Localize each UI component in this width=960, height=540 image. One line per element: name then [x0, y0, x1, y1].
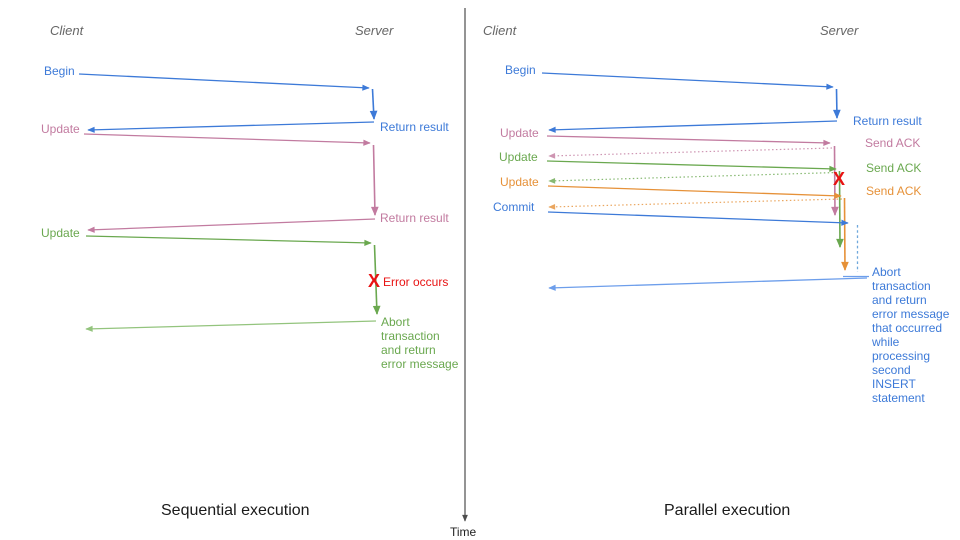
right-client-header: Client: [483, 23, 517, 38]
left-return-result-2-label: Return result: [380, 211, 449, 225]
right-return-result-label: Return result: [853, 114, 922, 128]
left-return-result-1-arrow: [87, 121, 375, 133]
right-update-1-label: Update: [500, 126, 539, 140]
left-server-header: Server: [355, 23, 394, 38]
right-server-header: Server: [820, 23, 859, 38]
right-update-1-request-arrow: [546, 135, 831, 146]
right-title: Parallel execution: [664, 502, 791, 519]
right-send-ack-3-label: Send ACK: [866, 184, 922, 198]
right-update-2-process-line: [836, 170, 844, 248]
right-send-ack-3-arrow: [548, 198, 843, 210]
left-error-x-icon: X: [368, 271, 381, 291]
right-begin-request-arrow: [541, 72, 834, 90]
left-abort-return-arrow: [85, 320, 377, 332]
left-client-header: Client: [50, 23, 84, 38]
right-send-ack-1-arrow: [548, 147, 833, 159]
right-begin-label: Begin: [505, 63, 536, 77]
right-return-result-arrow: [548, 120, 838, 133]
right-begin-process-line: [833, 88, 841, 119]
left-update-1-label: Update: [41, 122, 80, 136]
right-abort-return-arrow: [548, 277, 868, 291]
right-send-ack-1-label: Send ACK: [865, 136, 921, 150]
left-update-1-request-arrow: [83, 133, 371, 146]
right-update-2-label: Update: [499, 150, 538, 164]
right-update-1-process-line: [831, 145, 839, 216]
time-axis-label: Time: [450, 525, 477, 539]
left-return-result-2-arrow: [87, 218, 376, 233]
left-begin-label: Begin: [44, 64, 75, 78]
left-title: Sequential execution: [161, 502, 310, 519]
right-commit-label: Commit: [493, 200, 535, 214]
left-return-result-1-label: Return result: [380, 120, 449, 134]
right-error-x-icon: X: [833, 169, 846, 189]
right-commit-request-arrow: [547, 211, 849, 226]
left-update-2-request-arrow: [85, 235, 372, 246]
left-update-2-process-line: [372, 244, 381, 315]
right-update-3-label: Update: [500, 175, 539, 189]
left-abort-label: Abort transaction and return error messa…: [381, 315, 459, 371]
left-error-occurs-label: Error occurs: [383, 275, 449, 289]
right-send-ack-2-arrow: [548, 171, 838, 184]
left-update-2-label: Update: [41, 226, 80, 240]
right-send-ack-2-label: Send ACK: [866, 161, 922, 175]
right-update-2-request-arrow: [546, 160, 837, 172]
right-abort-label: Abort transaction and return error messa…: [872, 265, 950, 405]
left-update-1-process-line: [370, 144, 379, 216]
right-update-3-request-arrow: [547, 185, 842, 199]
left-begin-request-arrow: [78, 73, 370, 91]
right-update-3-process-line: [841, 197, 849, 271]
left-begin-process-line: [369, 88, 378, 120]
